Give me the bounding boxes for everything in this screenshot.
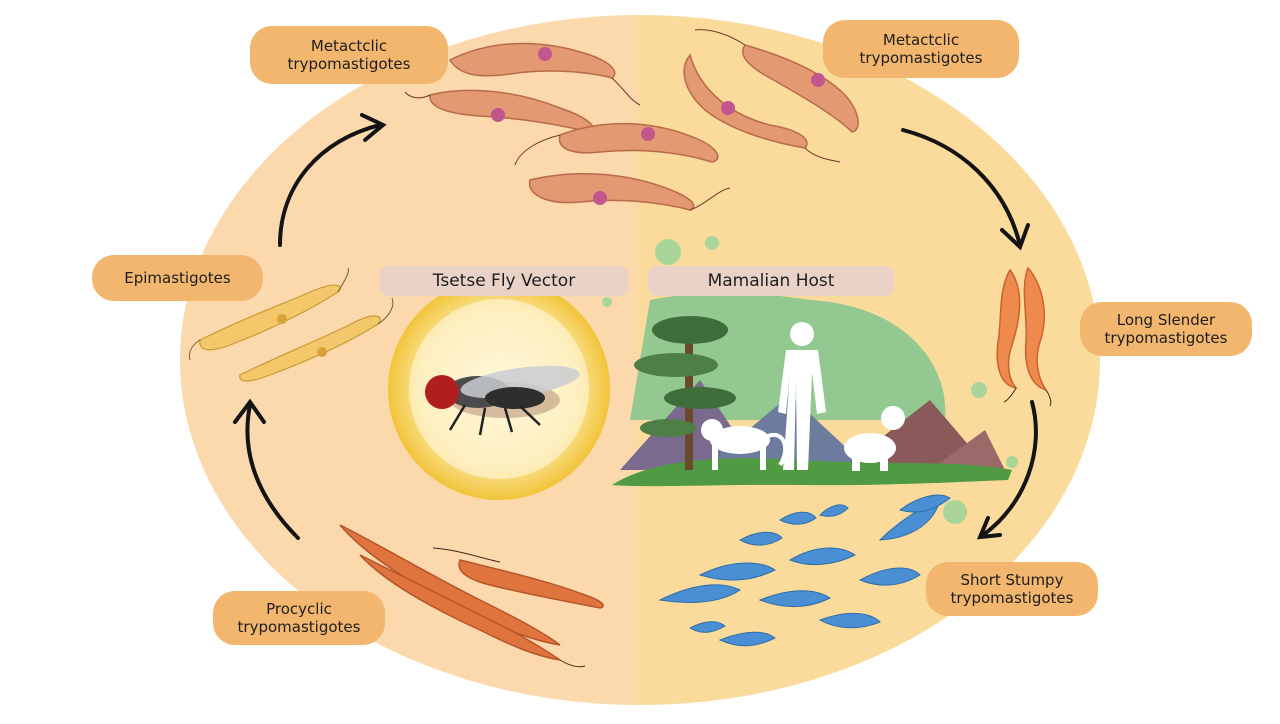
arrow-slender-head [976,516,1002,540]
label-line-2: trypomastigotes [237,618,361,636]
arrow-slender-to-stumpy [981,400,1038,537]
label-metacyclic-vector: Metactclic trypomastigotes [250,26,448,84]
short-stumpy-parasites [658,494,951,647]
host-title-text: Mamalian Host [707,271,835,291]
label-line-1: Epimastigotes [124,269,231,287]
label-line-1: Short Stumpy [960,571,1064,589]
label-long-slender: Long Slender trypomastigotes [1080,302,1252,356]
cycle-arrows [233,113,1038,540]
arrow-metacyclic-head [1000,223,1030,251]
arrow-epi-head [360,113,387,142]
label-line-2: trypomastigotes [950,589,1074,607]
flagella-vector [404,77,731,211]
tsetse-fly-icon [425,365,580,436]
metacyclic-vector-parasites [429,42,719,211]
label-line-2: trypomastigotes [859,49,983,67]
long-slender-flagella [1003,387,1052,407]
monkey-icon [701,419,788,470]
label-epimastigotes: Epimastigotes [92,255,263,301]
long-slender-parasites [996,266,1048,392]
host-landscape [612,293,1012,487]
arrow-procyclic-head [233,398,266,424]
tsetse-fly-panel [388,278,610,500]
flagella-host [694,29,841,163]
vector-title-text: Tsetse Fly Vector [432,271,576,291]
human-figure-icon [778,322,826,470]
procyclic-parasites [339,524,604,661]
label-line-2: trypomastigotes [287,55,411,73]
arrow-epi-to-metacyclic [278,123,382,247]
label-metacyclic-host: Metactclic trypomastigotes [823,20,1019,78]
label-line-1: Metactclic [882,31,960,49]
label-procyclic: Procyclic trypomastigotes [213,591,385,645]
metacyclic-host-parasites [683,44,859,149]
label-line-1: Long Slender [1116,311,1216,329]
tree-icon [634,316,736,470]
label-short-stumpy: Short Stumpy trypomastigotes [926,562,1098,616]
label-line-1: Metactclic [310,37,388,55]
vector-half-title: Tsetse Fly Vector [380,266,628,296]
decorative-bubbles [602,236,1018,524]
host-half-title: Mamalian Host [648,266,894,296]
dog-icon [844,406,905,471]
label-line-2: trypomastigotes [1104,329,1228,347]
procyclic-flagella [432,547,586,668]
arrow-metacyclic-to-slender [901,128,1022,247]
arrow-procyclic-to-epi [245,403,300,540]
label-line-1: Procyclic [266,600,332,618]
epimastigote-flagella [189,267,394,361]
